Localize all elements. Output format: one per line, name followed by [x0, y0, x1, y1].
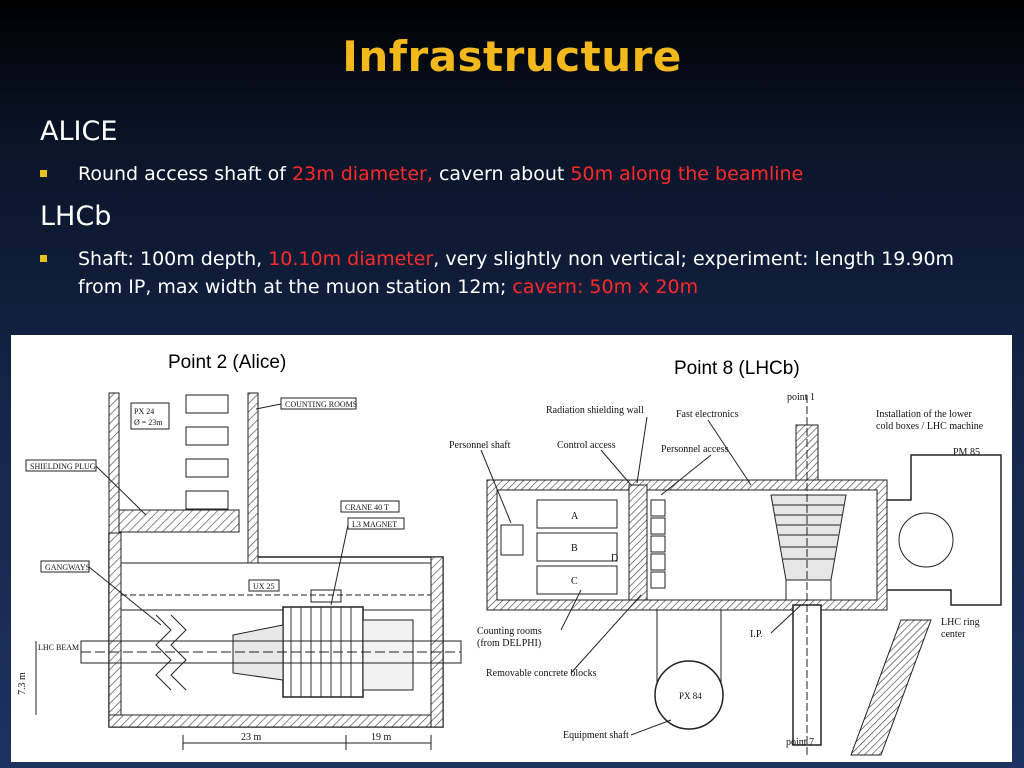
slide-title: Infrastructure — [342, 32, 682, 81]
cavern-extension — [887, 454, 1002, 606]
dimension-lines — [35, 641, 432, 750]
figure-panel: Point 2 (Alice) Point 8 (LHCb) — [11, 335, 1012, 762]
label-crane: CRANE 40 T — [345, 503, 389, 512]
shielding-plug — [118, 509, 240, 533]
bullet-text: Shaft: 100m depth, 10.10m diameter, very… — [78, 245, 1000, 301]
text-run: Round access shaft of — [78, 163, 293, 185]
label-counting-rooms: COUNTING ROOMS — [285, 400, 357, 409]
highlight-text: cavern: 50m x 20m — [512, 276, 699, 298]
label-point1: point 1 — [787, 392, 815, 403]
radiation-wall — [628, 484, 648, 601]
highlight-text: 10.10m diameter — [268, 248, 434, 270]
caption-alice: Point 2 (Alice) — [168, 352, 287, 373]
label-removable-blocks: Removable concrete blocks — [486, 668, 597, 679]
label-px84: PX 84 — [679, 691, 702, 701]
label-px24: PX 24 — [134, 407, 154, 416]
text-run: Shaft: 100m depth, — [78, 248, 269, 270]
px84-shaft — [654, 660, 724, 730]
label-ring-center-2: center — [941, 629, 966, 640]
highlight-text: 23m diameter, — [292, 163, 433, 185]
bullet-text: Round access shaft of 23m diameter, cave… — [78, 160, 1000, 188]
label-counting-rooms-lhcb: Counting rooms — [477, 626, 542, 637]
section-heading-alice: ALICE — [40, 116, 118, 147]
text-run: cavern about — [432, 163, 571, 185]
label-personnel-access: Personnel access — [661, 444, 729, 455]
label-equipment-shaft: Equipment shaft — [563, 730, 629, 741]
counting-rooms — [185, 394, 229, 510]
alice-diagram: PX 24 Ø = 23m COUNTING ROOMS SHIELDING P… — [17, 392, 462, 750]
label-dim-23: 23 m — [241, 732, 262, 743]
label-point7: point 7 — [786, 737, 814, 748]
room-c: C — [571, 576, 578, 587]
label-personnel-shaft: Personnel shaft — [449, 440, 511, 451]
bullet-marker — [40, 255, 47, 262]
label-px24-diam: Ø = 23m — [134, 418, 163, 427]
cavern-wall-right — [430, 556, 444, 728]
label-shielding-plug: SHIELDING PLUG — [30, 462, 96, 471]
room-b: B — [571, 543, 578, 554]
ring-center-tunnel — [850, 619, 932, 756]
label-ip: I.P. — [750, 629, 763, 640]
shaft-wall-right — [247, 392, 259, 564]
crane — [310, 589, 342, 603]
label-ring-center: LHC ring — [941, 617, 980, 628]
pm85-shaft — [898, 512, 954, 568]
label-fast-electronics: Fast electronics — [676, 409, 739, 420]
label-height: 7.3 m — [17, 672, 28, 695]
label-ux25: UX 25 — [253, 582, 275, 591]
cavern-floor — [108, 714, 444, 728]
text-run: , very slightly non vertical; experiment… — [78, 248, 955, 298]
dipole — [362, 619, 414, 691]
label-installation-2: cold boxes / LHC machine — [876, 421, 984, 432]
cavern-wall-left — [108, 532, 122, 716]
gangways — [155, 614, 187, 691]
bullet-alice: Round access shaft of 23m diameter, cave… — [40, 160, 1000, 188]
bullet-lhcb: Shaft: 100m depth, 10.10m diameter, very… — [40, 245, 1000, 301]
label-magnet: L3 MAGNET — [352, 520, 397, 529]
counting-rooms-lhcb — [536, 499, 618, 595]
room-d: D — [611, 553, 618, 564]
shaft-wall-left — [108, 392, 120, 534]
personnel-shaft — [500, 524, 524, 556]
section-heading-lhcb: LHCb — [40, 201, 112, 232]
label-pm85: PM 85 — [953, 447, 980, 458]
label-dim-19: 19 m — [371, 732, 392, 743]
label-gangways: GANGWAYS — [45, 563, 90, 572]
caption-lhcb: Point 8 (LHCb) — [674, 358, 800, 379]
lhcb-diagram: Radiation shielding wall Fast electronic… — [449, 392, 1002, 756]
highlight-text: 50m along the beamline — [570, 163, 804, 185]
room-a: A — [571, 511, 579, 522]
label-control-access: Control access — [557, 440, 616, 451]
cavern-diagrams: PX 24 Ø = 23m COUNTING ROOMS SHIELDING P… — [17, 392, 1002, 756]
label-radiation-wall: Radiation shielding wall — [546, 405, 644, 416]
label-installation: Installation of the lower — [876, 409, 972, 420]
label-from-delphi: (from DELPHI) — [477, 638, 541, 649]
bullet-marker — [40, 170, 47, 177]
label-lhc-beam: LHC BEAM — [38, 643, 79, 652]
